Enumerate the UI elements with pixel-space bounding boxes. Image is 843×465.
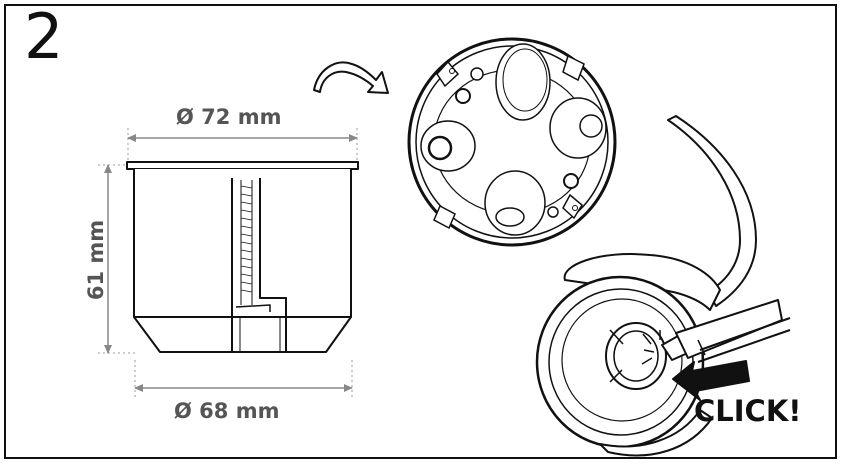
junction-box-side-view [126, 161, 359, 353]
top-diameter-label: Ø 72 mm [176, 105, 282, 129]
camera-assembly [535, 253, 721, 457]
junction-box-top-view [407, 37, 617, 247]
screwdriver [661, 299, 791, 363]
rotate-arrow [313, 61, 389, 94]
bottom-diameter-label: Ø 68 mm [174, 399, 280, 423]
click-callout: CLICK! [694, 394, 802, 428]
dimension-guides [98, 128, 358, 400]
cable [667, 115, 757, 307]
step-number: 2 [24, 0, 64, 73]
push-arrow [672, 360, 750, 401]
height-label: 61 mm [84, 219, 108, 301]
